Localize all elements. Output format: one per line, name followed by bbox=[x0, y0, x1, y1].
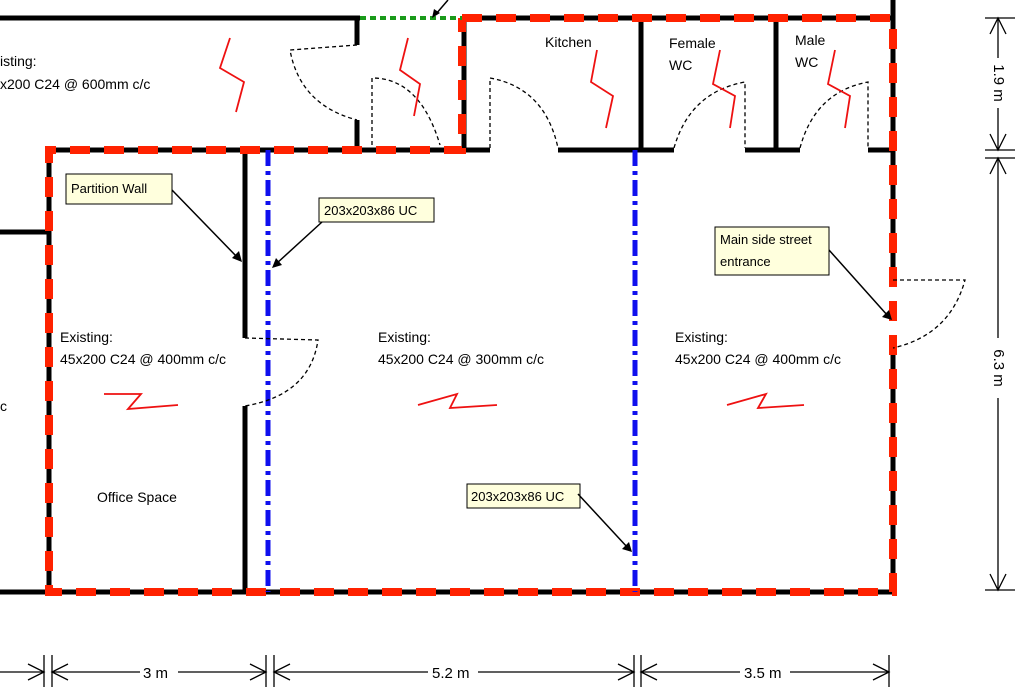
callout-main-entrance: Main side street entrance bbox=[714, 226, 892, 320]
joist-symbols bbox=[104, 37, 851, 411]
middle-bay-label-2: 45x200 C24 @ 300mm c/c bbox=[378, 351, 544, 367]
column-bottom-text: 203x203x86 UC bbox=[471, 489, 564, 504]
column-lines bbox=[265, 150, 638, 592]
entrance-text-1: Main side street bbox=[720, 232, 812, 247]
doors bbox=[244, 44, 966, 407]
kitchen-label: Kitchen bbox=[545, 34, 592, 50]
dimension-3-5m: 3.5 m bbox=[744, 665, 782, 682]
room-labels: isting: x200 C24 @ 600mm c/c Kitchen Fem… bbox=[0, 32, 841, 505]
male-wc-label-1: Male bbox=[795, 32, 826, 48]
callout-partition-wall: Partition Wall bbox=[65, 173, 242, 262]
callout-column-bottom: 203x203x86 UC bbox=[466, 483, 632, 552]
opening-arrowhead bbox=[432, 9, 440, 18]
dimension-6-3m: 6.3 m bbox=[990, 349, 1007, 387]
top-left-label-1: isting: bbox=[0, 53, 37, 69]
female-wc-label-1: Female bbox=[669, 35, 716, 51]
top-left-label-2: x200 C24 @ 600mm c/c bbox=[0, 76, 150, 92]
right-bay-label-1: Existing: bbox=[675, 329, 728, 345]
dimension-5-2m: 5.2 m bbox=[432, 665, 470, 682]
edge-fragment-label: c bbox=[0, 398, 7, 414]
bottom-dimensions bbox=[0, 655, 891, 687]
demolition-boundary bbox=[45, 14, 897, 596]
callout-column-top: 203x203x86 UC bbox=[272, 197, 435, 268]
dimension-1-9m: 1.9 m bbox=[990, 64, 1007, 102]
entrance-text-2: entrance bbox=[720, 254, 771, 269]
dimension-3m: 3 m bbox=[143, 665, 168, 682]
office-space-label: Office Space bbox=[97, 489, 177, 505]
left-bay-label-2: 45x200 C24 @ 400mm c/c bbox=[60, 351, 226, 367]
middle-bay-label-1: Existing: bbox=[378, 329, 431, 345]
right-bay-label-2: 45x200 C24 @ 400mm c/c bbox=[675, 351, 841, 367]
female-wc-label-2: WC bbox=[669, 57, 692, 73]
right-dimensions bbox=[985, 16, 1015, 592]
column-top-text: 203x203x86 UC bbox=[324, 203, 417, 218]
left-bay-label-1: Existing: bbox=[60, 329, 113, 345]
partition-wall-text: Partition Wall bbox=[71, 181, 147, 196]
male-wc-label-2: WC bbox=[795, 54, 818, 70]
